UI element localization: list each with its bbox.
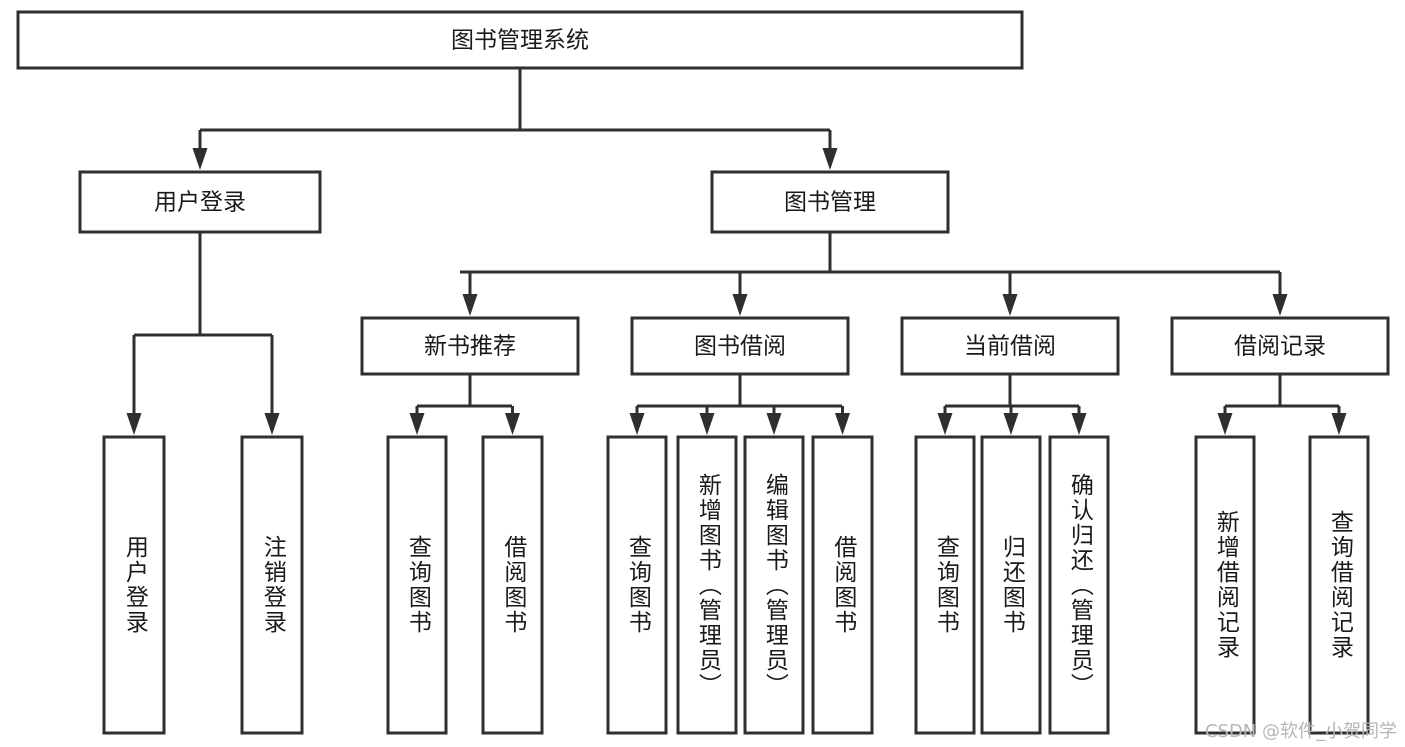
node-leaf-return-book — [980, 435, 1042, 735]
arrow-leaf-query-book-current-head — [937, 413, 953, 435]
node-box-new-book-recommend — [360, 316, 580, 376]
node-box-current-borrow — [900, 316, 1120, 376]
arrow-leaf-add-borrow-record-head — [1217, 413, 1233, 435]
node-box-leaf-logout — [240, 435, 304, 735]
node-root — [16, 10, 1024, 70]
node-new-book-recommend — [360, 316, 580, 376]
node-box-leaf-query-book-recommend — [386, 435, 448, 735]
node-box-book-management — [710, 170, 950, 234]
node-box-leaf-return-book — [980, 435, 1042, 735]
node-label-book-management: 图书管理 — [784, 190, 876, 216]
node-box-borrow-records — [1170, 316, 1390, 376]
node-box-leaf-query-book-current — [914, 435, 976, 735]
node-box-leaf-add-borrow-record — [1194, 435, 1256, 735]
arrow-leaf-query-borrow-record-head — [1331, 413, 1347, 435]
arrow-borrow-records-head — [1272, 294, 1288, 316]
arrow-user-login-head — [192, 148, 208, 170]
node-box-leaf-borrow-book — [811, 435, 874, 735]
node-leaf-borrow-book-recommend — [481, 435, 544, 735]
arrow-leaf-borrow-book-recommend-head — [505, 413, 520, 435]
node-box-leaf-query-book-borrow — [606, 435, 668, 735]
node-label-new-book-recommend: 新书推荐 — [424, 334, 516, 360]
watermark-text: CSDN @软件_小贺同学 — [1204, 721, 1397, 742]
node-label-book-borrow: 图书借阅 — [694, 334, 786, 360]
node-leaf-borrow-book — [811, 435, 874, 735]
node-leaf-confirm-return-admin — [1048, 435, 1110, 735]
arrow-leaf-user-login-head — [126, 413, 142, 435]
node-box-leaf-edit-book-admin — [743, 435, 805, 735]
node-box-user-login — [78, 170, 322, 234]
arrow-book-borrow-head — [732, 294, 748, 316]
arrow-leaf-query-book-recommend-head — [409, 413, 425, 435]
node-book-management — [710, 170, 950, 234]
node-leaf-add-book-admin — [676, 435, 738, 735]
arrow-leaf-return-book-head — [1003, 413, 1019, 435]
arrow-current-borrow-head — [1002, 294, 1018, 316]
arrow-leaf-edit-book-admin-head — [766, 413, 782, 435]
node-leaf-user-login — [102, 435, 166, 735]
arrow-leaf-add-book-admin-head — [699, 413, 715, 435]
node-box-leaf-add-book-admin — [676, 435, 738, 735]
node-label-current-borrow: 当前借阅 — [964, 334, 1056, 360]
node-label-user-login: 用户登录 — [154, 190, 246, 216]
node-leaf-query-book-current — [914, 435, 976, 735]
node-leaf-add-borrow-record — [1194, 435, 1256, 735]
node-borrow-records — [1170, 316, 1390, 376]
node-label-borrow-records: 借阅记录 — [1234, 334, 1326, 360]
node-box-root — [16, 10, 1024, 70]
node-leaf-logout — [240, 435, 304, 735]
node-box-leaf-user-login — [102, 435, 166, 735]
node-current-borrow — [900, 316, 1120, 376]
node-box-leaf-confirm-return-admin — [1048, 435, 1110, 735]
node-label-root: 图书管理系统 — [451, 28, 589, 54]
node-leaf-query-book-recommend — [386, 435, 448, 735]
arrow-leaf-confirm-return-admin-head — [1071, 413, 1087, 435]
arrow-leaf-logout-head — [264, 413, 280, 435]
node-box-leaf-borrow-book-recommend — [481, 435, 544, 735]
arrow-leaf-borrow-book-head — [835, 413, 850, 435]
arrow-new-book-recommend-head — [462, 294, 478, 316]
node-leaf-query-borrow-record — [1308, 435, 1370, 735]
node-book-borrow — [630, 316, 850, 376]
arrow-book-management-head — [822, 148, 838, 170]
node-user-login — [78, 170, 322, 234]
node-leaf-edit-book-admin — [743, 435, 805, 735]
node-box-book-borrow — [630, 316, 850, 376]
node-box-leaf-query-borrow-record — [1308, 435, 1370, 735]
arrow-leaf-query-book-borrow-head — [629, 413, 645, 435]
node-leaf-query-book-borrow — [606, 435, 668, 735]
